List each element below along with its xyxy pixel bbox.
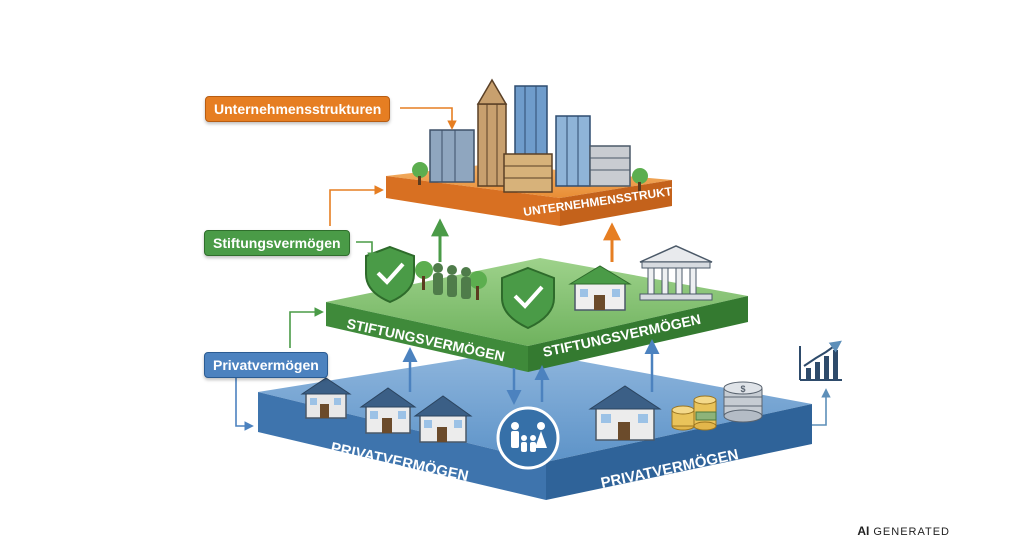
shield-check-icon bbox=[365, 245, 415, 304]
bottom-tag-connector-down bbox=[235, 378, 254, 431]
privatvermoegen-tag: Privatvermögen bbox=[204, 352, 328, 378]
house-icon bbox=[413, 395, 473, 443]
middle-tag-connector-right bbox=[356, 241, 377, 262]
house-icon bbox=[359, 387, 417, 434]
unternehmensstrukturen-tag: Unternehmensstrukturen bbox=[205, 96, 391, 122]
bottom-tag-connector bbox=[289, 307, 324, 348]
stiftungsvermoegen-tag: Stiftungsvermögen bbox=[204, 230, 350, 256]
privatvermoegen-platform bbox=[258, 350, 812, 500]
bank-icon bbox=[639, 245, 713, 301]
growth-connector-arrow bbox=[812, 388, 831, 426]
growth-chart-icon bbox=[799, 340, 842, 381]
ai-badge-mark: AI bbox=[857, 524, 870, 538]
house-icon bbox=[568, 265, 632, 311]
house-icon bbox=[588, 385, 662, 441]
top-tag-connector bbox=[400, 107, 457, 130]
svg-text:$: $ bbox=[740, 384, 745, 394]
office-buildings-icon bbox=[412, 78, 648, 193]
shield-check-icon bbox=[501, 266, 555, 330]
house-icon bbox=[300, 377, 352, 419]
ai-badge-text: GENERATED bbox=[873, 526, 950, 538]
family-icon bbox=[496, 406, 560, 470]
coins-icon bbox=[671, 395, 717, 431]
people-group-icon bbox=[415, 261, 487, 300]
coin-stack-icon: $ bbox=[723, 381, 763, 423]
middle-tag-connector bbox=[329, 185, 384, 226]
